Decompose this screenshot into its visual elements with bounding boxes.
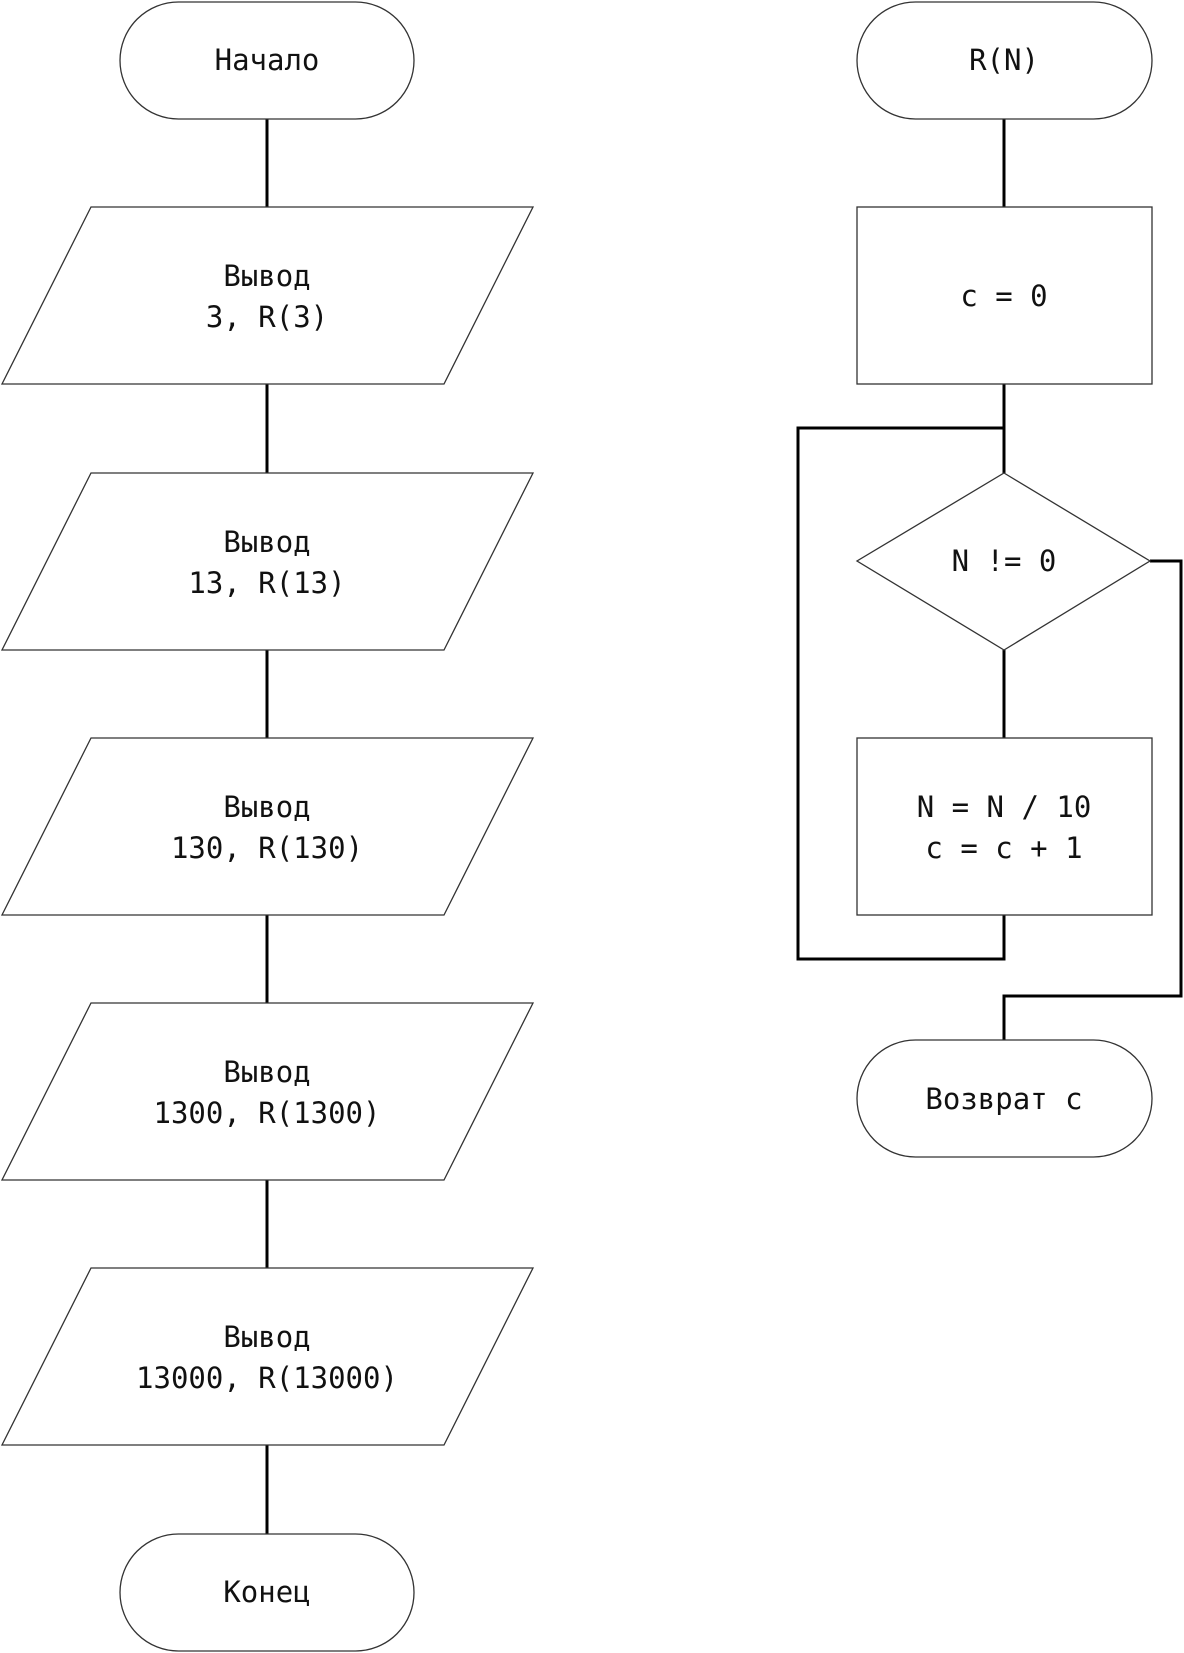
func-connectors [796, 119, 1183, 1040]
loop-back-connector [796, 426, 1006, 961]
function-start-label: R(N) [969, 43, 1039, 77]
end-label: Конец [223, 1575, 310, 1609]
body-line-1: N = N / 10 [917, 790, 1092, 824]
end-terminal: Конец [119, 1533, 415, 1652]
return-label: Возврат c [925, 1082, 1082, 1116]
output-5-title: Вывод [223, 1320, 310, 1354]
output-4-value: 1300, R(1300) [154, 1096, 381, 1130]
init-label: c = 0 [960, 279, 1047, 313]
start-terminal: Начало [119, 1, 415, 120]
output-block-5: Вывод 13000, R(13000) [0, 1267, 535, 1446]
loop-body-process-block: N = N / 10 c = c + 1 [856, 737, 1153, 916]
condition-decision: N != 0 [855, 472, 1152, 651]
output-3-value: 130, R(130) [171, 831, 363, 865]
function-start-terminal: R(N) [856, 1, 1153, 120]
output-1-title: Вывод [223, 259, 310, 293]
start-label: Начало [215, 43, 320, 77]
output-block-1: Вывод 3, R(3) [0, 206, 535, 385]
output-block-2: Вывод 13, R(13) [0, 472, 535, 651]
body-line-2: c = c + 1 [925, 831, 1082, 865]
output-2-title: Вывод [223, 525, 310, 559]
condition-label: N != 0 [952, 544, 1057, 578]
output-1-value: 3, R(3) [206, 300, 328, 334]
output-block-3: Вывод 130, R(130) [0, 737, 535, 916]
output-5-value: 13000, R(13000) [136, 1361, 398, 1395]
exit-connector [1002, 559, 1183, 1040]
output-block-4: Вывод 1300, R(1300) [0, 1002, 535, 1181]
return-terminal: Возврат c [856, 1039, 1153, 1158]
output-4-title: Вывод [223, 1055, 310, 1089]
init-process-block: c = 0 [856, 206, 1153, 385]
output-2-value: 13, R(13) [188, 566, 345, 600]
output-3-title: Вывод [223, 790, 310, 824]
